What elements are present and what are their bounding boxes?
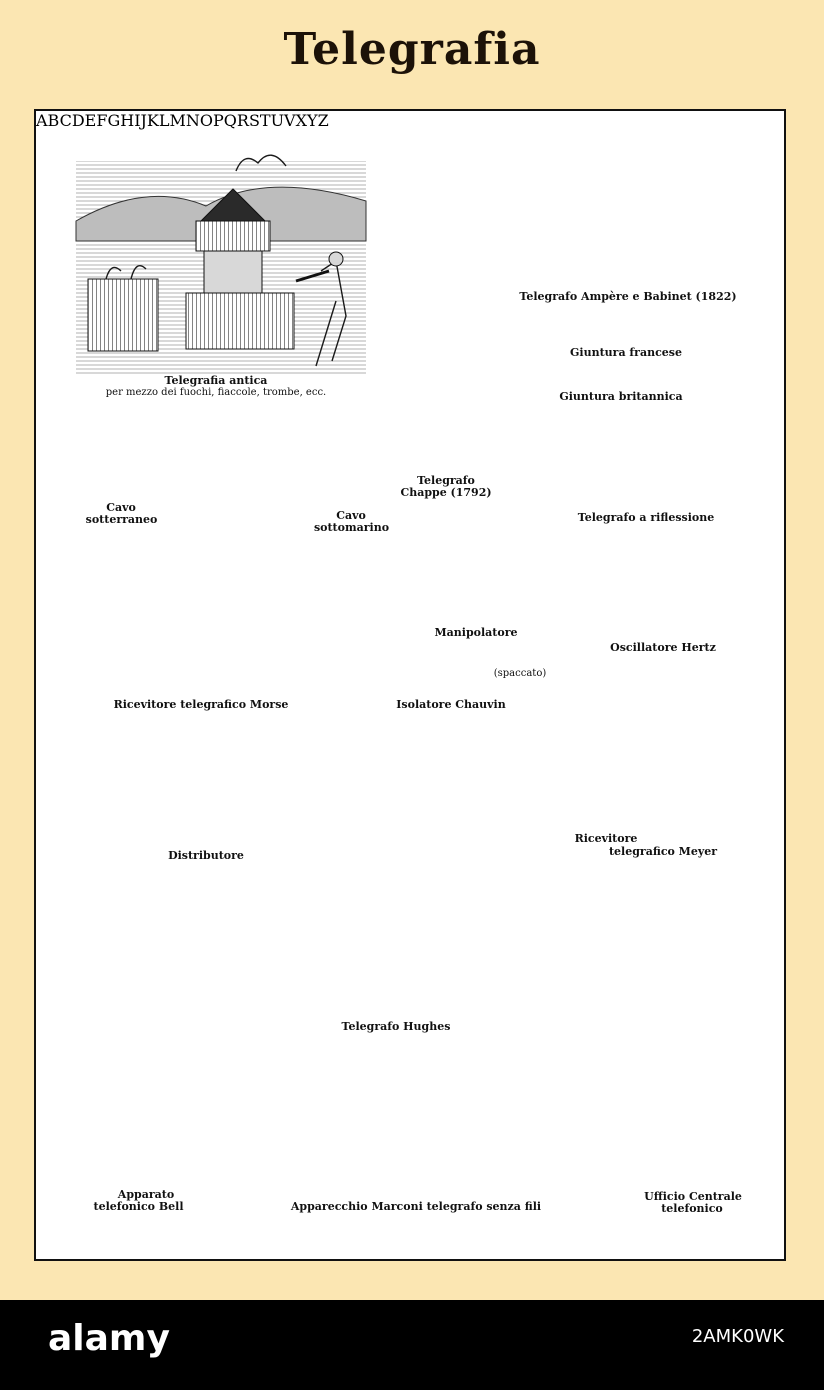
engravings: [75, 154, 367, 376]
footer-bar: [0, 1300, 824, 1390]
caption-chappe-2: Chappe (1792): [400, 486, 492, 499]
caption-hertz-oscillator: Oscillatore Hertz: [610, 641, 716, 654]
caption-hughes: Telegrafo Hughes: [341, 1020, 451, 1033]
caption-ancient-telegraphy-sub: per mezzo dei fuochi, fiaccole, trombe, …: [105, 387, 327, 398]
caption-central-office-2: telefonico: [661, 1202, 723, 1215]
caption-chappe-1: Telegrafo: [417, 474, 475, 487]
caption-chauvin-insulator: Isolatore Chauvin: [396, 698, 506, 711]
caption-submarine-cable-2: sottomarino: [313, 521, 390, 534]
caption-british-joint: Giuntura britannica: [559, 390, 683, 403]
caption-reflection-telegraph: Telegrafo a riflessione: [577, 511, 715, 524]
caption-cutaway: (spaccato): [493, 668, 547, 679]
caption-meyer-2: telegrafico Meyer: [608, 845, 718, 858]
caption-central-office-1: Ufficio Centrale: [644, 1190, 742, 1203]
caption-underground-cable-1: Cavo: [106, 501, 136, 514]
caption-marconi: Apparecchio Marconi telegrafo senza fili: [290, 1200, 542, 1213]
illustration-plate: ABCDEFGHIJKLMNOPQRSTUVXYZ: [34, 109, 786, 1261]
ancient-telegraphy-engraving: [75, 154, 367, 376]
brand-logo: alamy: [48, 1318, 170, 1359]
caption-ampere-babinet: Telegrafo Ampère e Babinet (1822): [519, 290, 737, 303]
caption-underground-cable-2: sotterraneo: [85, 513, 158, 526]
stock-id: 2AMK0WK: [691, 1326, 784, 1347]
caption-submarine-cable-1: Cavo: [336, 509, 366, 522]
page-title: Telegrafia: [283, 24, 541, 75]
caption-bell-1: Apparato: [117, 1188, 175, 1201]
caption-distributor: Distributore: [168, 849, 244, 862]
caption-french-joint: Giuntura francese: [570, 346, 682, 359]
ampere-babinet-telegraph-engraving: ABCDEFGHIJKLMNOPQRSTUVXYZ: [36, 111, 329, 130]
dial-letters: ABCDEFGHIJKLMNOPQRSTUVXYZ: [36, 111, 329, 130]
caption-telegraph-key: Manipolatore: [434, 626, 518, 639]
caption-meyer-1: Ricevitore: [574, 832, 638, 845]
caption-bell-2: telefonico Bell: [93, 1200, 184, 1213]
caption-ancient-telegraphy: Telegrafia antica: [164, 374, 268, 387]
caption-morse-receiver: Ricevitore telegrafico Morse: [113, 698, 289, 711]
